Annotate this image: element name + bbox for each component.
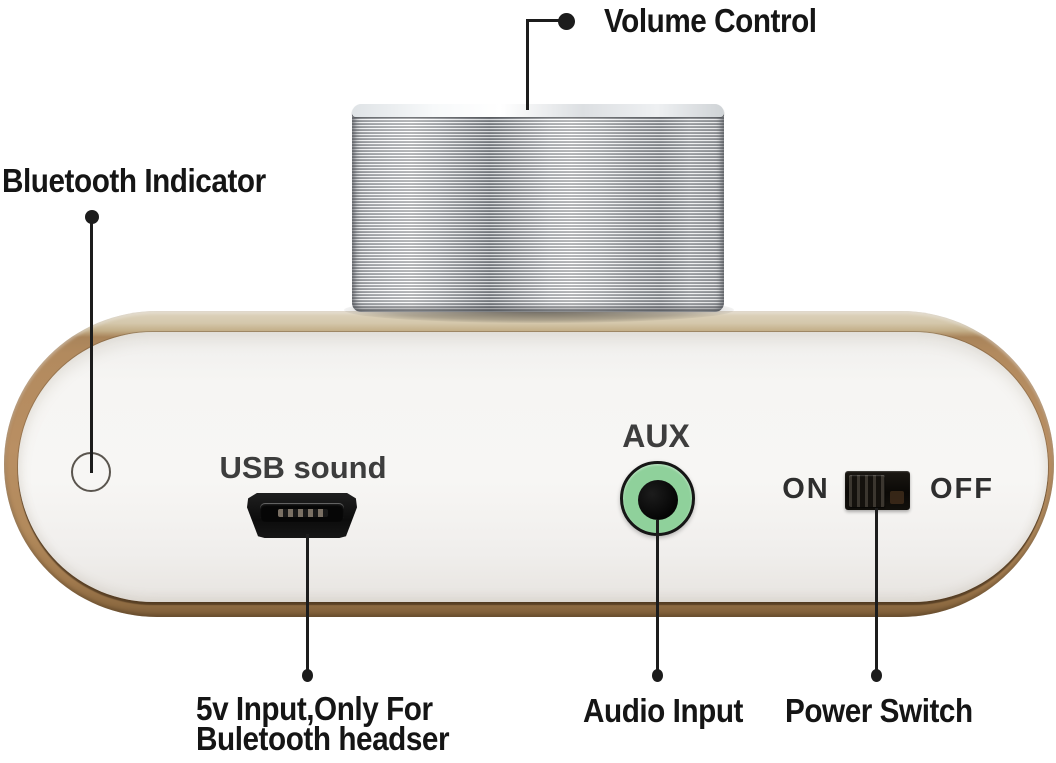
- aux-leader-line: [656, 520, 659, 674]
- audio-input-label: Audio Input: [583, 692, 744, 729]
- switch-leader-line: [875, 508, 878, 674]
- aux-jack-hole: [638, 480, 678, 520]
- aux-leader-dot: [652, 669, 663, 682]
- volume-control-label: Volume Control: [604, 2, 817, 39]
- on-print: ON: [782, 473, 830, 505]
- switch-leader-dot: [871, 669, 882, 682]
- power-switch-slider: [849, 475, 885, 507]
- usb-port-pins: [278, 509, 328, 517]
- usb-input-note-line2: Buletooth headser: [196, 720, 450, 757]
- usb-input-note-label: 5v Input,Only For Buletooth headser: [196, 690, 450, 757]
- volume-leader-line: [526, 19, 529, 110]
- power-switch: [845, 471, 910, 510]
- usb-leader-line: [306, 534, 309, 674]
- power-switch-glint: [890, 491, 904, 504]
- volume-leader-dot: [558, 13, 575, 30]
- usb-sound-print: USB sound: [219, 450, 387, 485]
- volume-leader-elbow: [526, 19, 564, 22]
- usb-leader-dot: [302, 669, 313, 682]
- front-panel: [18, 332, 1048, 602]
- knob-top-edge: [352, 104, 724, 117]
- bluetooth-leader-line: [90, 222, 93, 473]
- bluetooth-indicator-label: Bluetooth Indicator: [2, 162, 266, 199]
- aux-print: AUX: [622, 418, 690, 454]
- usb-port-recess: [260, 504, 344, 522]
- volume-knob: [352, 104, 724, 312]
- micro-usb-port: [247, 493, 357, 538]
- usb-input-note-line1: 5v Input,Only For: [196, 690, 433, 727]
- bluetooth-leader-dot: [85, 210, 99, 224]
- off-print: OFF: [930, 473, 994, 505]
- power-switch-label: Power Switch: [785, 692, 973, 729]
